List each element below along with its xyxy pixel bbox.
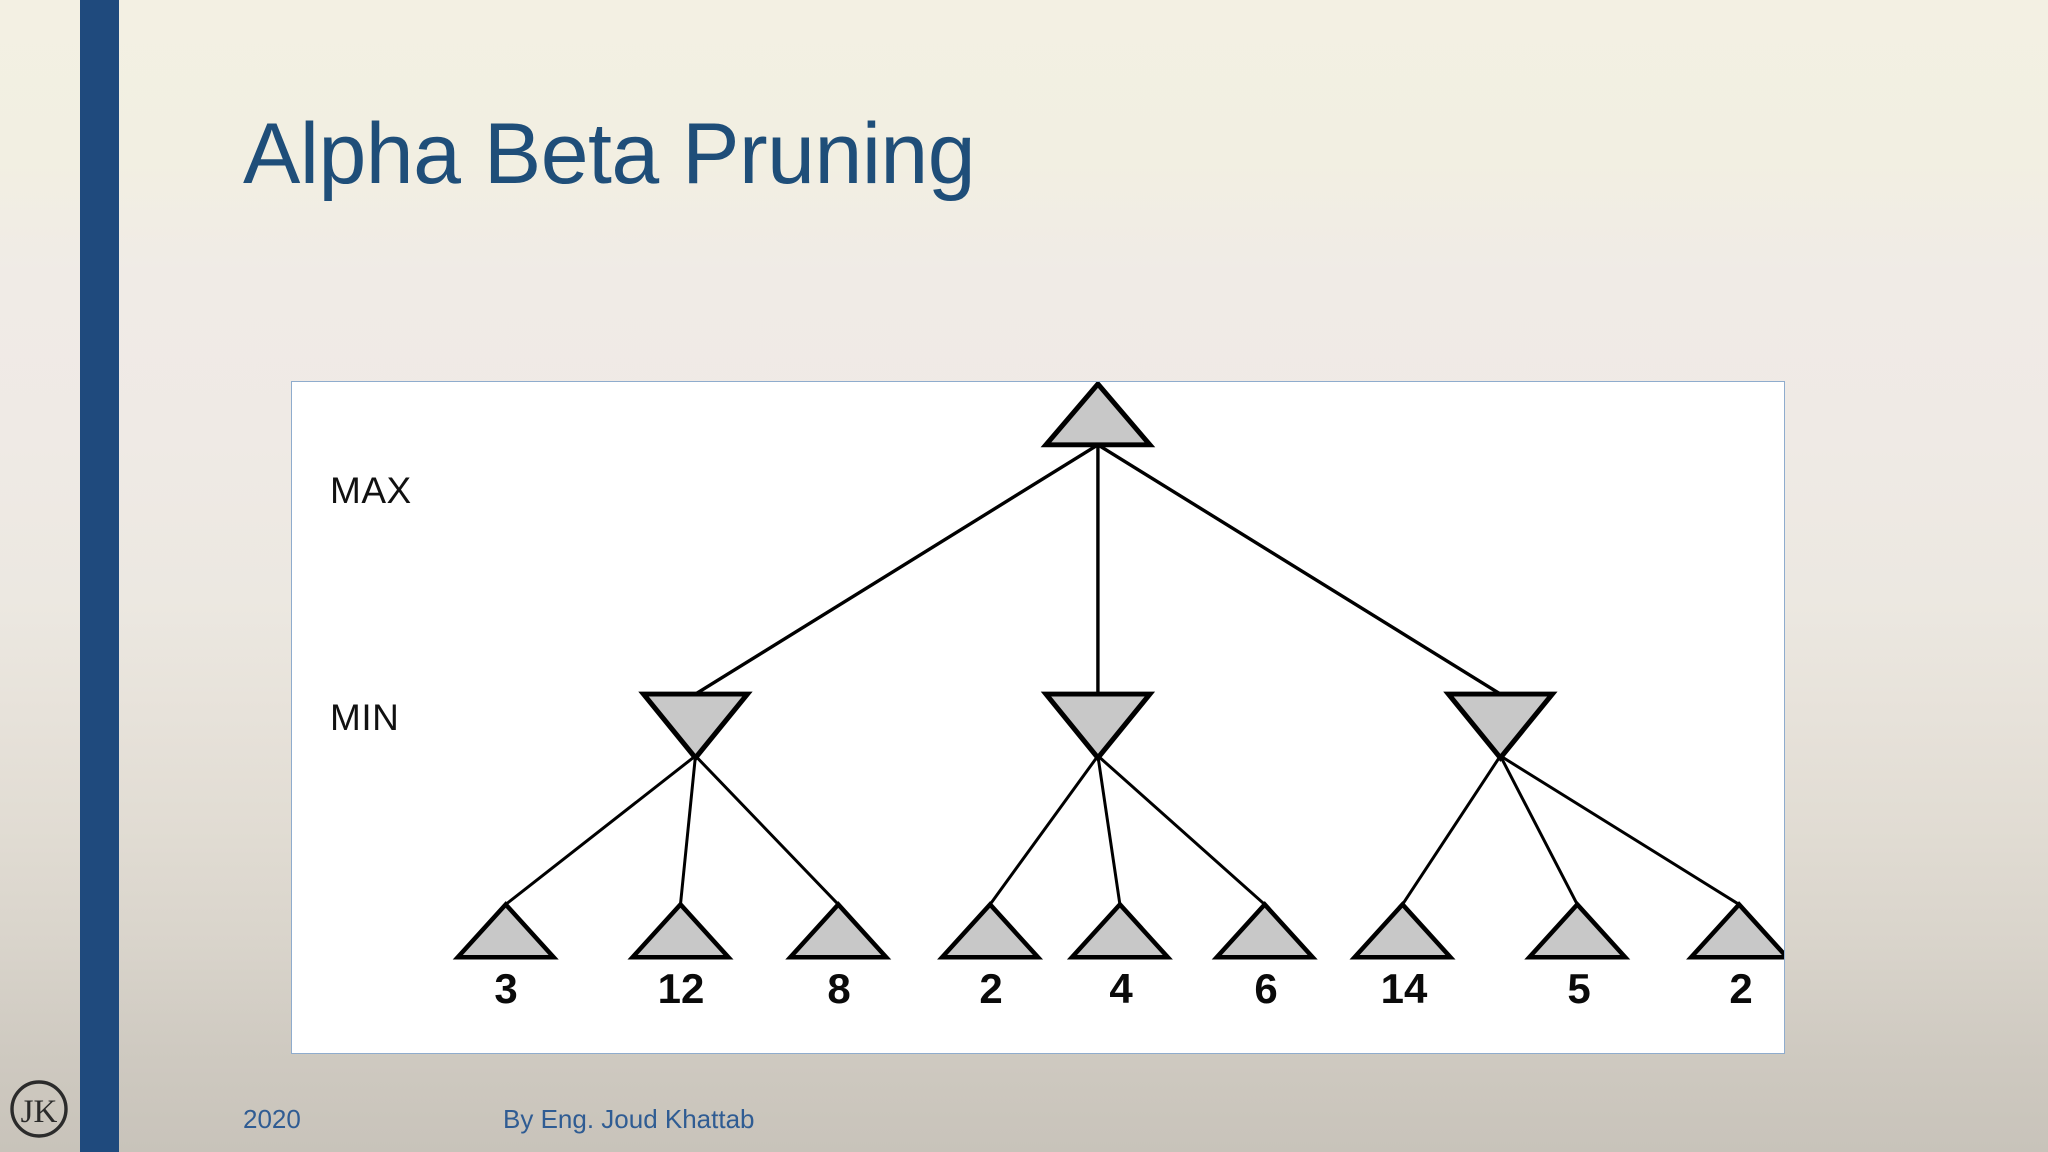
level-label-max: MAX <box>330 470 412 511</box>
game-tree-svg <box>452 382 1784 960</box>
node-leaf-3 <box>785 901 892 960</box>
edge-min1-leaf3 <box>694 754 840 906</box>
edge-min2-leaf6 <box>1096 754 1266 906</box>
page-title: Alpha Beta Pruning <box>243 106 976 202</box>
node-leaf-1 <box>452 901 559 960</box>
edges-min3-to-leaves <box>1401 754 1740 906</box>
leaf-value-9: 2 <box>1729 965 1753 1012</box>
node-min-2 <box>1040 691 1156 762</box>
leaf-value-5: 4 <box>1109 965 1133 1012</box>
node-root-max <box>1040 382 1156 448</box>
node-min-3 <box>1443 691 1558 762</box>
node-leaf-6 <box>1211 901 1318 960</box>
leaf-value-4: 2 <box>979 965 1003 1012</box>
jk-monogram-logo-icon: JK <box>10 1080 68 1138</box>
level-label-min: MIN <box>330 697 400 738</box>
node-leaf-4 <box>937 901 1044 960</box>
edge-min1-leaf2 <box>678 755 697 905</box>
edge-min3-leaf9 <box>1499 754 1740 906</box>
node-min-1 <box>638 691 753 762</box>
logo-initials: JK <box>21 1094 58 1130</box>
edge-min1-leaf1 <box>504 754 697 906</box>
leaf-value-7: 14 <box>1380 965 1428 1012</box>
diagram-panel: MAX MIN 3 12 8 2 4 6 14 5 2 <box>291 381 1785 1054</box>
node-leaf-9 <box>1686 901 1784 960</box>
edge-root-min-1 <box>694 443 1099 696</box>
leaf-value-3: 8 <box>827 965 851 1012</box>
leaf-value-2: 12 <box>657 965 705 1012</box>
edge-root-min-3 <box>1097 443 1502 696</box>
footer-year: 2020 <box>243 1104 301 1134</box>
node-leaf-8 <box>1524 901 1631 960</box>
leaf-value-8: 5 <box>1567 965 1591 1012</box>
node-leaf-7 <box>1349 901 1456 960</box>
leaf-value-6: 6 <box>1254 965 1278 1012</box>
edge-min2-leaf5 <box>1096 755 1122 905</box>
node-leaf-5 <box>1066 901 1173 960</box>
leaf-value-1: 3 <box>494 965 518 1012</box>
edges-root-to-min <box>694 443 1502 696</box>
edge-min3-leaf7 <box>1401 755 1502 906</box>
edge-min2-leaf4 <box>988 755 1100 906</box>
left-accent-bar <box>80 0 119 1152</box>
edges-min1-to-leaves <box>504 754 840 906</box>
footer-author: By Eng. Joud Khattab <box>503 1104 755 1134</box>
edges-min2-to-leaves <box>988 754 1266 906</box>
node-leaf-2 <box>627 901 734 960</box>
edge-min3-leaf8 <box>1499 755 1579 906</box>
